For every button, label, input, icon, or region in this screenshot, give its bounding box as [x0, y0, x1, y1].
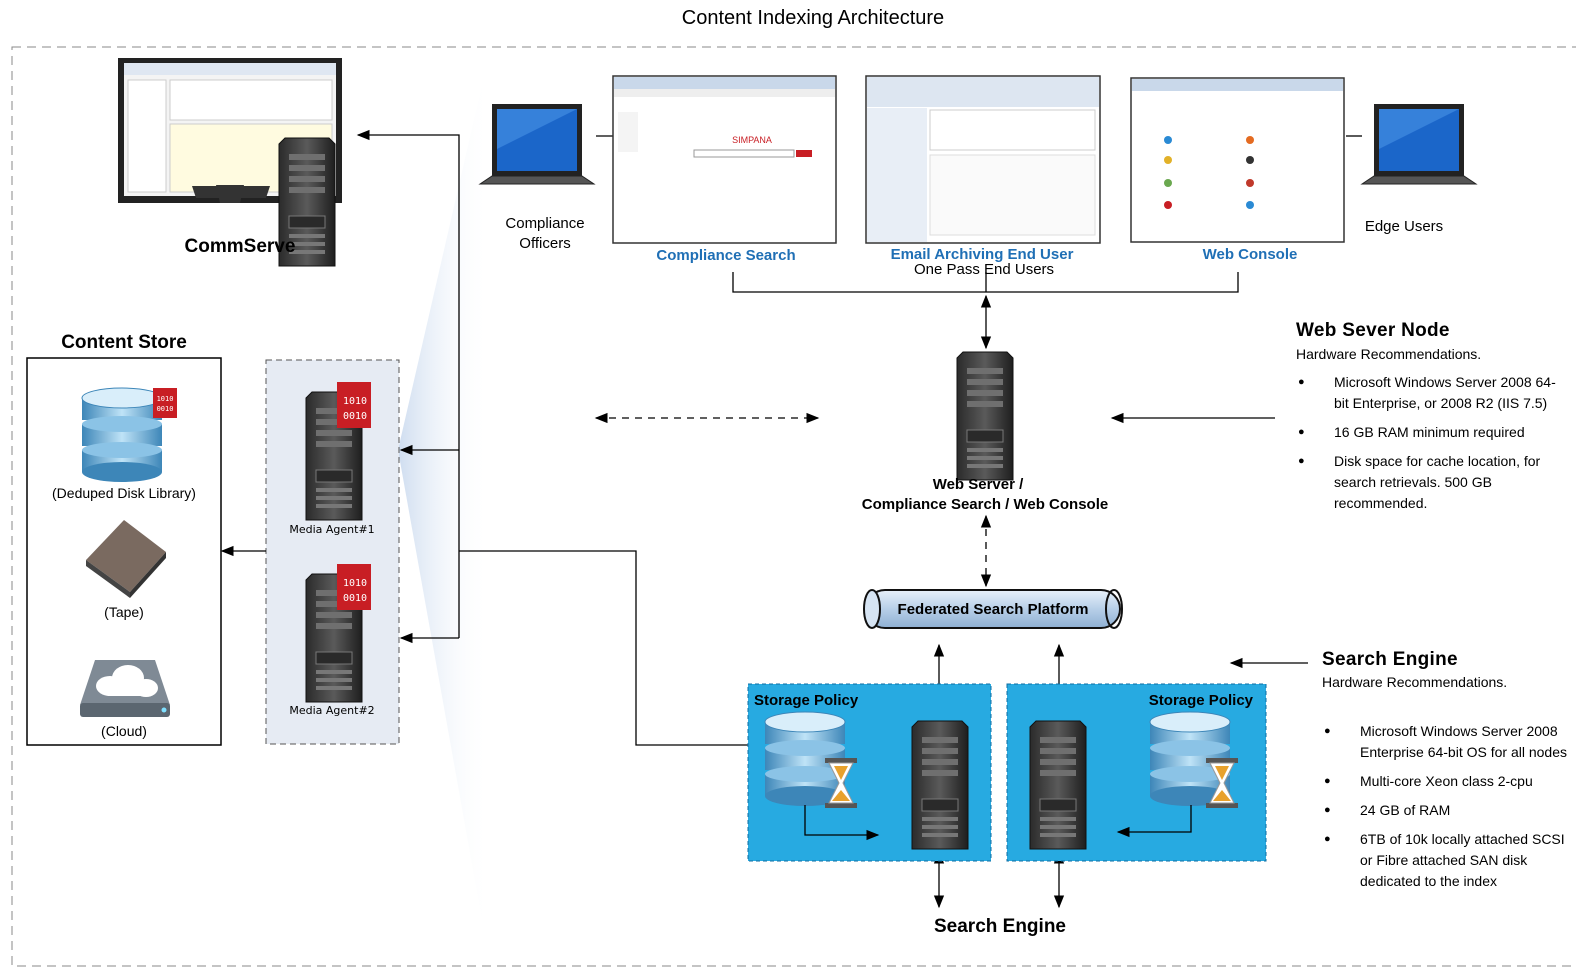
engine-node-bullet: Multi-core Xeon class 2-cpu	[1324, 771, 1568, 792]
web-console-screenshot	[1130, 77, 1345, 243]
engine-node-bullets: Microsoft Windows Server 2008 Enterprise…	[1324, 721, 1568, 900]
web-node-bullet: Microsoft Windows Server 2008 64-bit Ent…	[1298, 372, 1568, 414]
web-node-subheading: Hardware Recommendations.	[1296, 346, 1482, 362]
storage-policy-left-label: Storage Policy	[754, 692, 859, 709]
web-console-label: Web Console	[1203, 246, 1298, 263]
svg-text:SIMPANA: SIMPANA	[732, 135, 772, 145]
media-agent-2-icon: 1010 0010	[305, 564, 371, 703]
web-server-label-1: Web Server /	[933, 476, 1024, 493]
funnel-shade	[398, 50, 490, 965]
svg-text:1010: 1010	[157, 395, 174, 403]
edge-user-laptop-icon	[1361, 103, 1477, 185]
search-engine-bottom-label: Search Engine	[934, 916, 1066, 937]
svg-text:0010: 0010	[157, 405, 174, 413]
disk-library-label: (Deduped Disk Library)	[52, 485, 196, 501]
engine-node-heading: Search Engine	[1322, 649, 1458, 670]
federated-search-label: Federated Search Platform	[898, 601, 1089, 618]
media-agent-1-icon: 1010 0010	[305, 382, 371, 521]
media-agent-1-label: Media Agent#1	[289, 523, 374, 536]
engine-node-bullet: 24 GB of RAM	[1324, 800, 1568, 821]
web-server-label-2: Compliance Search / Web Console	[862, 496, 1108, 513]
svg-text:1010: 1010	[343, 578, 367, 589]
engine-node-subheading: Hardware Recommendations.	[1322, 674, 1508, 690]
search-engine-server-left-icon	[911, 720, 969, 850]
search-engine-server-right-icon	[1029, 720, 1087, 850]
storage-policy-right-label: Storage Policy	[1149, 692, 1254, 709]
disk-library-icon: 1010 0010	[81, 387, 177, 483]
svg-text:0010: 0010	[343, 411, 367, 422]
web-server-icon	[956, 351, 1014, 481]
compliance-officer-laptop-icon	[479, 103, 595, 185]
svg-text:1010: 1010	[343, 396, 367, 407]
email-archiving-label: Email Archiving End User	[891, 246, 1074, 263]
tape-label: (Tape)	[104, 604, 144, 620]
tape-icon	[86, 520, 166, 598]
cloud-label: (Cloud)	[101, 723, 147, 739]
diagram-title: Content Indexing Architecture	[682, 7, 944, 29]
email-archiving-screenshot	[865, 75, 1101, 244]
content-store-heading: Content Store	[61, 332, 187, 353]
web-node-bullet: 16 GB RAM minimum required	[1298, 422, 1568, 443]
commserve-monitor-icon	[118, 58, 342, 203]
cloud-storage-icon	[80, 660, 170, 717]
commserve-label: CommServe	[185, 236, 296, 257]
compliance-search-label: Compliance Search	[656, 247, 795, 264]
web-node-heading: Web Sever Node	[1296, 320, 1450, 341]
compliance-search-screenshot: SIMPANA	[612, 75, 837, 244]
media-agent-2-label: Media Agent#2	[289, 704, 374, 717]
one-pass-label: One Pass End Users	[914, 261, 1054, 278]
svg-text:0010: 0010	[343, 593, 367, 604]
web-node-bullet: Disk space for cache location, for searc…	[1298, 451, 1568, 514]
outer-frame	[11, 46, 1576, 967]
storage-arrows	[804, 805, 1192, 841]
engine-node-bullet: 6TB of 10k locally attached SCSI or Fibr…	[1324, 829, 1568, 892]
engine-node-bullet: Microsoft Windows Server 2008 Enterprise…	[1324, 721, 1568, 763]
edge-users-label: Edge Users	[1365, 218, 1443, 235]
compliance-officers-label-2: Officers	[519, 235, 570, 252]
federated-search-pipe	[863, 589, 1123, 629]
compliance-officers-label-1: Compliance	[505, 215, 584, 232]
web-node-bullets: Microsoft Windows Server 2008 64-bit Ent…	[1298, 372, 1568, 522]
